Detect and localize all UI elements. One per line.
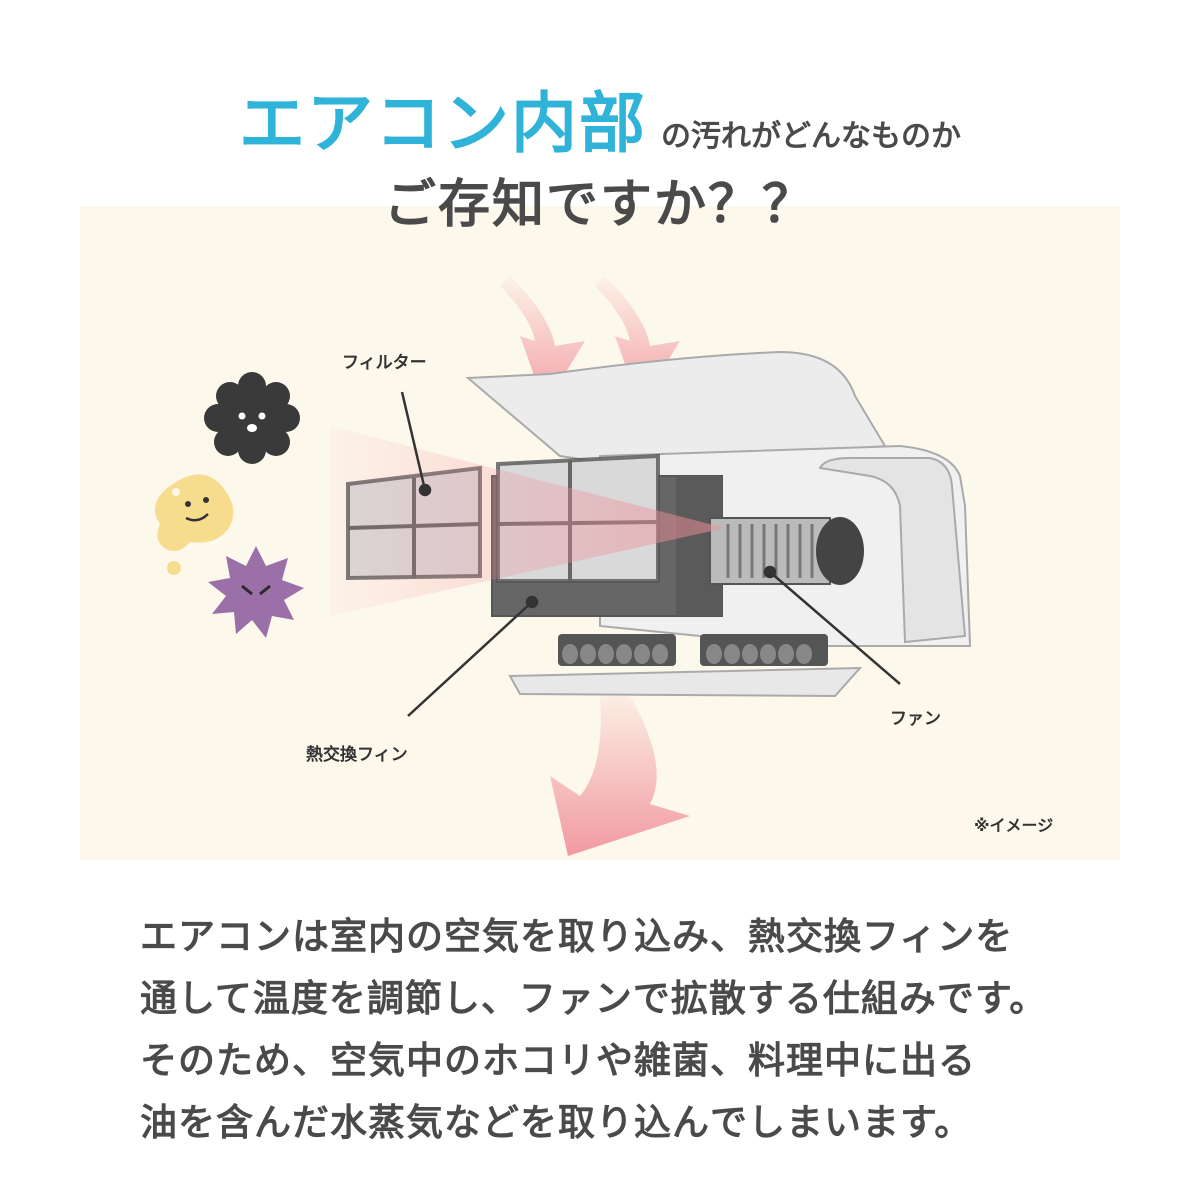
title-line2: ご存知ですか？？ bbox=[383, 175, 816, 235]
bottom-louver bbox=[508, 666, 863, 698]
fan-icon bbox=[709, 517, 864, 585]
airflow-cone bbox=[330, 426, 725, 616]
outlet-arrow-icon bbox=[550, 696, 690, 856]
label-fan: ファン bbox=[890, 709, 941, 729]
description-line: そのため、空気中のホコリや雑菌、料理中に出る bbox=[140, 1039, 976, 1082]
title-rest: の汚れがどんなものか bbox=[661, 119, 961, 154]
unit-side-panel bbox=[818, 457, 967, 644]
description-line: 油を含んだ水蒸気などを取り込んでしまいます。 bbox=[140, 1101, 973, 1144]
label-filter: フィルター bbox=[342, 353, 427, 373]
diagram-panel: フィルター 熱交換フィン ファン ※イメージ bbox=[80, 206, 1120, 860]
description: エアコンは室内の空気を取り込み、熱交換フィンを 通して温度を調節し、ファンで拡散… bbox=[140, 906, 1100, 1154]
aircon-diagram bbox=[154, 276, 972, 856]
description-line: 通して温度を調節し、ファンで拡散する仕組みです。 bbox=[140, 977, 1048, 1020]
title-accent: エアコン内部 bbox=[239, 85, 647, 162]
image-note: ※イメージ bbox=[974, 816, 1054, 835]
unit-top-cover bbox=[465, 350, 887, 470]
label-heat-fin: 熱交換フィン bbox=[306, 745, 408, 765]
description-line: エアコンは室内の空気を取り込み、熱交換フィンを bbox=[140, 915, 1014, 958]
virus-germ-icon bbox=[208, 546, 304, 638]
oil-droplet-icon bbox=[154, 474, 234, 575]
page-title: エアコン内部の汚れがどんなものか bbox=[0, 70, 1200, 166]
dust-germ-icon bbox=[204, 372, 300, 464]
